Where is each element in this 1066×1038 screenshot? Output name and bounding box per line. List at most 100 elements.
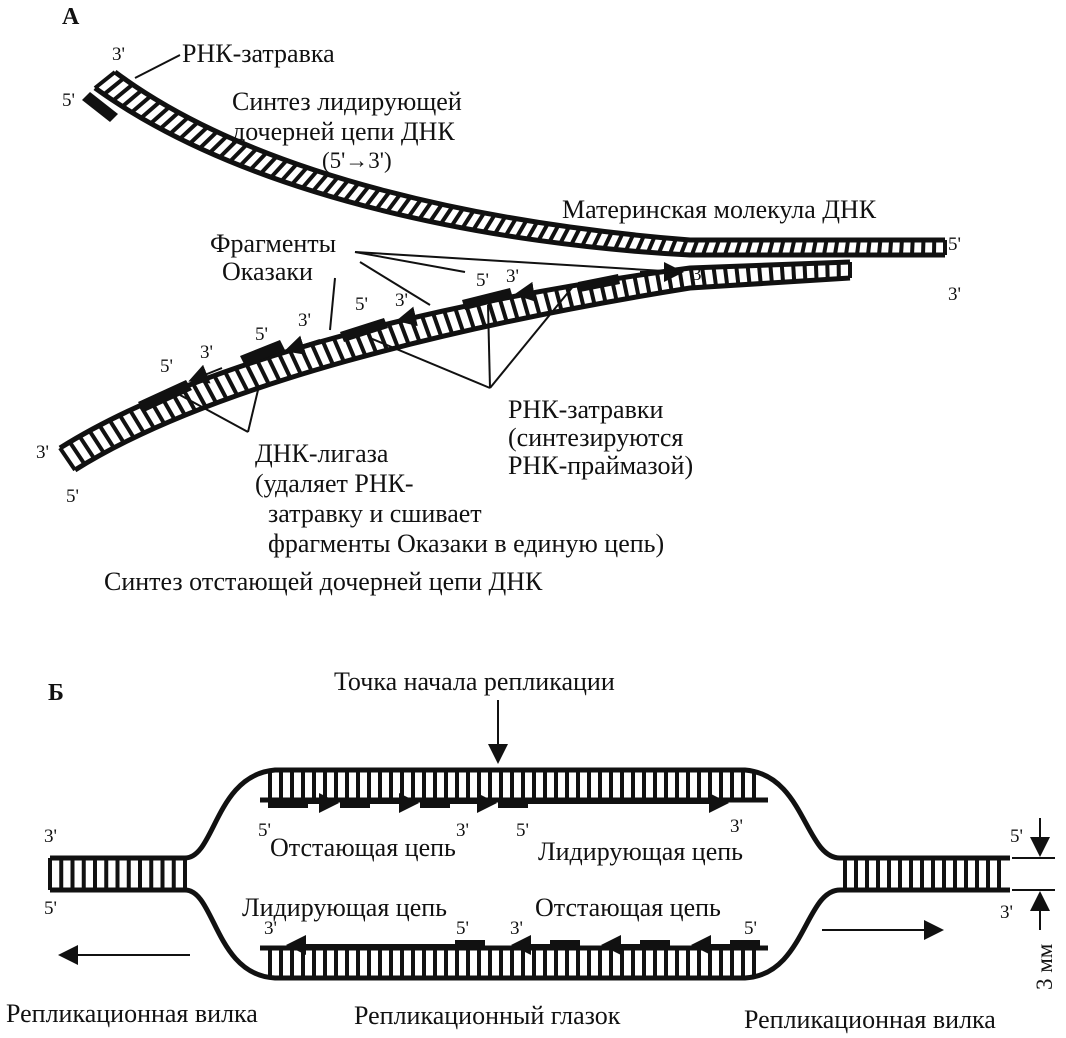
base-pair-rung — [643, 273, 652, 296]
base-pair-rung — [791, 264, 797, 282]
base-pair-rung — [678, 238, 689, 256]
base-pair-rung — [821, 239, 829, 256]
base-pair-rung — [744, 239, 754, 256]
scale-bar: 3 мм — [1012, 818, 1057, 990]
base-pair-rung — [464, 305, 476, 330]
base-pair-rung — [198, 130, 219, 150]
base-pair-rung — [218, 139, 239, 159]
base-pair-rung — [68, 440, 87, 466]
svg-text:3': 3' — [1000, 902, 1013, 923]
base-pair-rung — [898, 239, 904, 256]
svg-text:5': 5' — [160, 356, 173, 377]
base-pair-rung — [542, 290, 553, 314]
base-pair-rung — [300, 169, 319, 190]
base-pair-rung — [504, 217, 518, 237]
svg-text:5': 5' — [476, 270, 489, 291]
base-pair-rung — [332, 179, 350, 199]
okazaki-label-1: Фрагменты — [210, 229, 336, 258]
base-pair-rung — [386, 323, 400, 349]
base-pair-rung — [269, 158, 289, 179]
base-pair-rung — [520, 294, 531, 318]
primers-label-3: РНК-праймазой) — [508, 451, 693, 480]
leading-label-1: Синтез лидирующей — [232, 87, 462, 116]
base-pair-rung — [854, 239, 861, 256]
base-pair-rung — [558, 225, 571, 245]
pointer-lines — [134, 54, 681, 433]
okazaki-fragments — [82, 92, 620, 412]
base-pair-rung — [97, 424, 116, 449]
base-pair-rung — [613, 232, 625, 251]
base-pair-rung — [118, 414, 136, 439]
base-pair-rung — [149, 105, 171, 125]
base-pair-rung — [453, 307, 466, 333]
base-pair-rung — [111, 82, 134, 103]
base-pair-rung — [757, 265, 763, 284]
lagging-strand-top: Отстающая цепь — [270, 833, 456, 862]
base-pair-rung — [909, 239, 915, 256]
svg-text:3': 3' — [456, 820, 469, 841]
base-pair-rung — [666, 270, 674, 292]
base-pair-rung — [843, 239, 851, 256]
base-pair-rung — [311, 172, 329, 193]
base-pair-rung — [442, 310, 455, 335]
base-pair-rung — [420, 315, 433, 340]
base-pair-rung — [102, 76, 125, 96]
base-pair-rung — [406, 198, 423, 218]
base-pair-rung — [514, 219, 529, 239]
ligase-label-1: ДНК-лигаза — [255, 439, 389, 468]
base-pair-rung — [766, 239, 775, 256]
base-pair-rung — [654, 272, 663, 294]
base-pair-rung — [700, 267, 707, 288]
base-pair-rung — [331, 337, 346, 363]
ligase-label-4: фрагменты Оказаки в единую цепь) — [268, 529, 664, 558]
base-pair-rung — [364, 187, 381, 208]
lower-duplex — [58, 259, 852, 473]
base-pair-rung — [121, 88, 143, 109]
base-pair-rung — [722, 239, 732, 256]
svg-text:5': 5' — [44, 898, 57, 919]
svg-text:5': 5' — [744, 918, 757, 939]
base-pair-rung — [385, 193, 402, 213]
leading-strand-top: Лидирующая цепь — [538, 837, 743, 866]
svg-text:5': 5' — [258, 820, 271, 841]
base-pair-rung — [497, 298, 509, 323]
base-pair-rung — [580, 228, 593, 247]
svg-text:3': 3' — [730, 816, 743, 837]
base-pair-rung — [722, 266, 730, 286]
svg-text:3': 3' — [200, 342, 213, 363]
base-pair-rung — [159, 110, 180, 131]
svg-text:5': 5' — [516, 820, 529, 841]
base-pair-rung — [733, 239, 743, 256]
base-pair-rung — [460, 209, 476, 230]
base-pair-rung — [353, 185, 371, 205]
panel-a-end-labels: 3' 5' 5' 3' 3' 5' 5' 3' 5' 3' 5' 3' 5' 3… — [36, 44, 961, 507]
base-pair-rung — [689, 239, 700, 256]
base-pair-rung — [277, 353, 293, 379]
base-pair-rung — [396, 195, 413, 216]
svg-text:3': 3' — [510, 918, 523, 939]
base-pair-rung — [768, 264, 774, 284]
svg-text:3': 3' — [298, 310, 311, 331]
primers-label-2: (синтезируются — [508, 423, 683, 452]
upper-duplex — [93, 69, 947, 258]
base-pair-rung — [374, 190, 392, 211]
base-pair-rung — [802, 263, 808, 281]
replication-bubble — [48, 767, 1010, 981]
base-pair-rung — [813, 263, 819, 281]
ligase-label-2: (удаляет РНК- — [255, 469, 414, 498]
base-pair-rung — [711, 266, 719, 287]
bubble-label: Репликационный глазок — [354, 1001, 621, 1030]
base-pair-rung — [810, 239, 818, 256]
base-pair-rung — [208, 134, 229, 155]
base-pair-rung — [887, 239, 894, 256]
svg-text:5': 5' — [62, 90, 75, 111]
base-pair-rung — [788, 239, 797, 256]
base-pair-rung — [624, 233, 635, 252]
base-pair-rung — [569, 227, 582, 246]
base-pair-rung — [509, 296, 520, 321]
base-pair-rung — [428, 203, 444, 223]
base-pair-rung — [201, 378, 218, 404]
base-pair-rung — [168, 115, 190, 136]
base-pair-rung — [876, 239, 883, 256]
